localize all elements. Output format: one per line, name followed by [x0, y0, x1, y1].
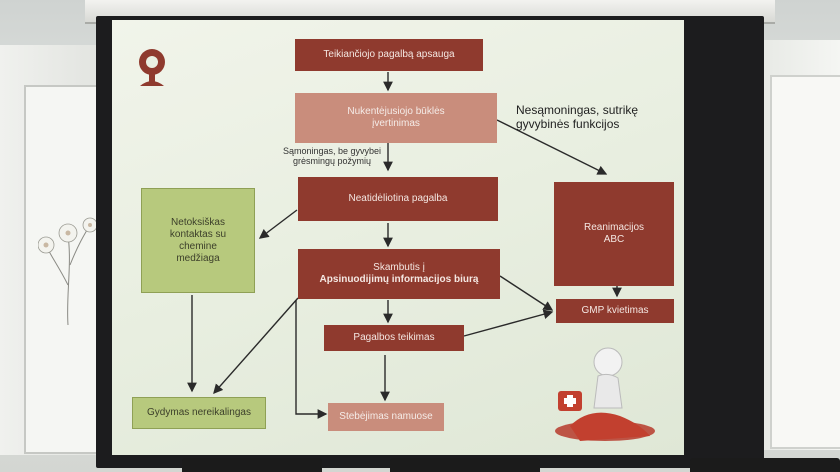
presentation-slide: Teikiančiojo pagalbą apsauga Nukentėjusi… [112, 20, 684, 455]
chair-back-right [690, 458, 840, 472]
flowchart-arrows [187, 72, 622, 419]
flower-decoration-icon [38, 217, 98, 325]
home-observation-box: Stebėjimas namuose [328, 403, 444, 431]
conscious-note: Sąmoningas, be gyvybei grėsmingų požymių [282, 146, 382, 166]
resuscitation-box: Reanimacijos ABC [554, 182, 674, 286]
right-window [758, 40, 840, 450]
help-provision-box: Pagalbos teikimas [324, 325, 464, 351]
call-line-1: Skambutis į [373, 262, 425, 273]
poison-center-call-box: Skambutis į Apsinuodijimų informacijos b… [298, 249, 500, 299]
first-aid-logo-icon [139, 49, 165, 86]
ambulance-call-box: GMP kvietimas [556, 299, 674, 323]
right-window-pane [770, 75, 840, 449]
chair-back-center [390, 458, 540, 472]
rescuer-figure-icon [555, 347, 655, 441]
nontoxic-contact-box: Netoksiškas kontaktas su chemine medžiag… [141, 188, 255, 293]
rescuer-safety-box: Teikiančiojo pagalbą apsauga [295, 39, 483, 71]
chair-back-left [182, 458, 322, 472]
urgent-help-box: Neatidėliotina pagalba [298, 177, 498, 221]
unconscious-note: Nesąmoningas, sutrikę gyvybinės funkcijo… [516, 103, 639, 131]
call-line-2: Apsinuodijimų informacijos biurą [319, 274, 479, 285]
victim-assessment-box: Nukentėjusiojo būklės įvertinimas [295, 93, 497, 143]
no-treatment-box: Gydymas nereikalingas [132, 397, 266, 429]
